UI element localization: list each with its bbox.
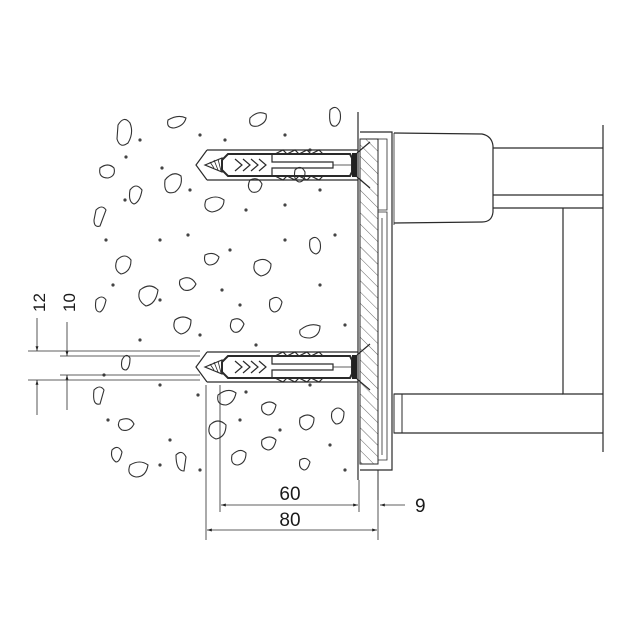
dim-anchor-diameter: 10 xyxy=(60,293,79,312)
diameter-dimensions: 12 10 xyxy=(28,293,200,415)
dim-plate-thickness: 9 xyxy=(415,496,426,517)
upper-anchor xyxy=(195,141,371,189)
mounting-plate xyxy=(359,131,393,500)
concrete-aggregate xyxy=(93,106,345,478)
concrete-specks xyxy=(102,133,347,472)
dim-drill-diameter: 12 xyxy=(30,293,49,312)
lower-anchor xyxy=(195,343,371,391)
dim-drill-depth: 80 xyxy=(279,510,300,531)
bracket-arm xyxy=(393,125,604,452)
depth-dimensions: 60 80 9 xyxy=(205,385,426,540)
dim-anchor-depth: 60 xyxy=(279,484,300,505)
